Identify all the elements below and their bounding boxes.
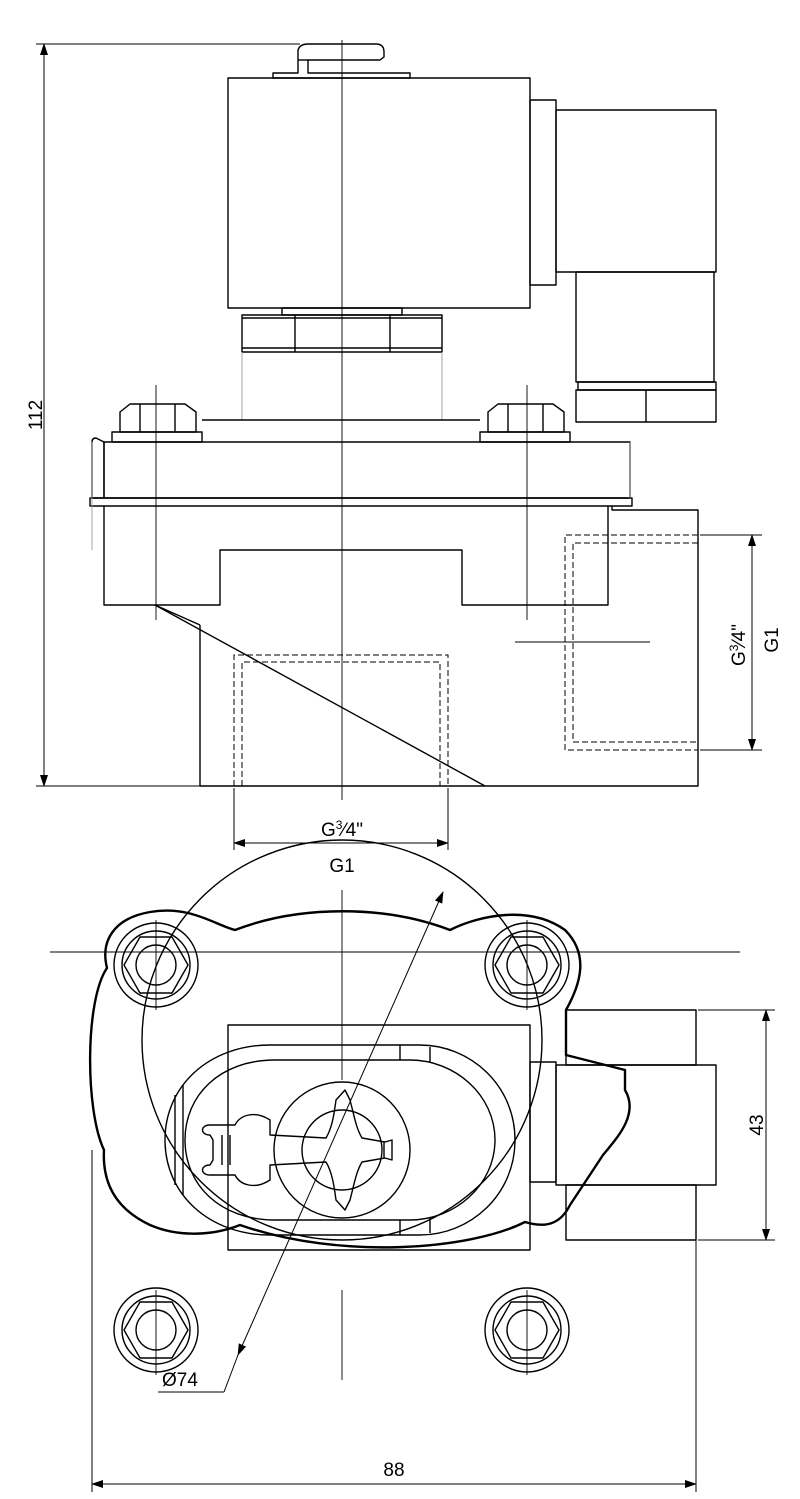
dimension-height: 112 [26, 43, 300, 787]
coil-inner-oval [164, 1044, 516, 1236]
bottom-port-outer-label: G1 [329, 856, 354, 877]
side-view [89, 40, 717, 800]
armature-nut [241, 307, 443, 353]
height-label: 112 [26, 400, 47, 430]
side-port-inner-label: G3⁄4" [727, 624, 750, 666]
coil-outline-top [227, 1024, 531, 1251]
flange-bolt-bottom-left [113, 1287, 199, 1373]
dimension-overall-width: 88 [91, 1150, 697, 1492]
valve-cover [89, 419, 633, 550]
connector-width-label: 43 [747, 1114, 768, 1135]
flange-bolt-top-left [113, 922, 199, 1008]
cable-connector [575, 271, 717, 423]
center-fastener [201, 1089, 393, 1211]
coil-clip [272, 43, 411, 79]
hidden-side-port [564, 534, 698, 751]
hidden-bottom-port [233, 654, 449, 786]
flange-bolt-bottom-right [484, 1287, 570, 1373]
dimension-bottom-port: G3⁄4" G1 [233, 788, 449, 877]
side-port-outer-label: G1 [762, 627, 783, 652]
valve-body [103, 506, 699, 787]
armature-core [301, 1109, 383, 1191]
overall-width-label: 88 [383, 1460, 404, 1481]
flange-diameter-label: Ø74 [162, 1370, 198, 1391]
bottom-port-inner-label: G3⁄4" [321, 818, 363, 841]
dimension-flange-diameter: Ø74 [158, 891, 444, 1393]
armature-tube [273, 1081, 411, 1219]
connector-top [529, 1009, 717, 1241]
dimension-connector-width: 43 [698, 1009, 775, 1241]
top-view [50, 839, 740, 1380]
cover-bolt-left [111, 403, 203, 443]
cover-bolt-right [479, 403, 571, 443]
dimension-side-port: G3⁄4" G1 [700, 534, 783, 751]
flange-bolt-top-right [484, 922, 570, 1008]
solenoid-coil [227, 77, 717, 309]
